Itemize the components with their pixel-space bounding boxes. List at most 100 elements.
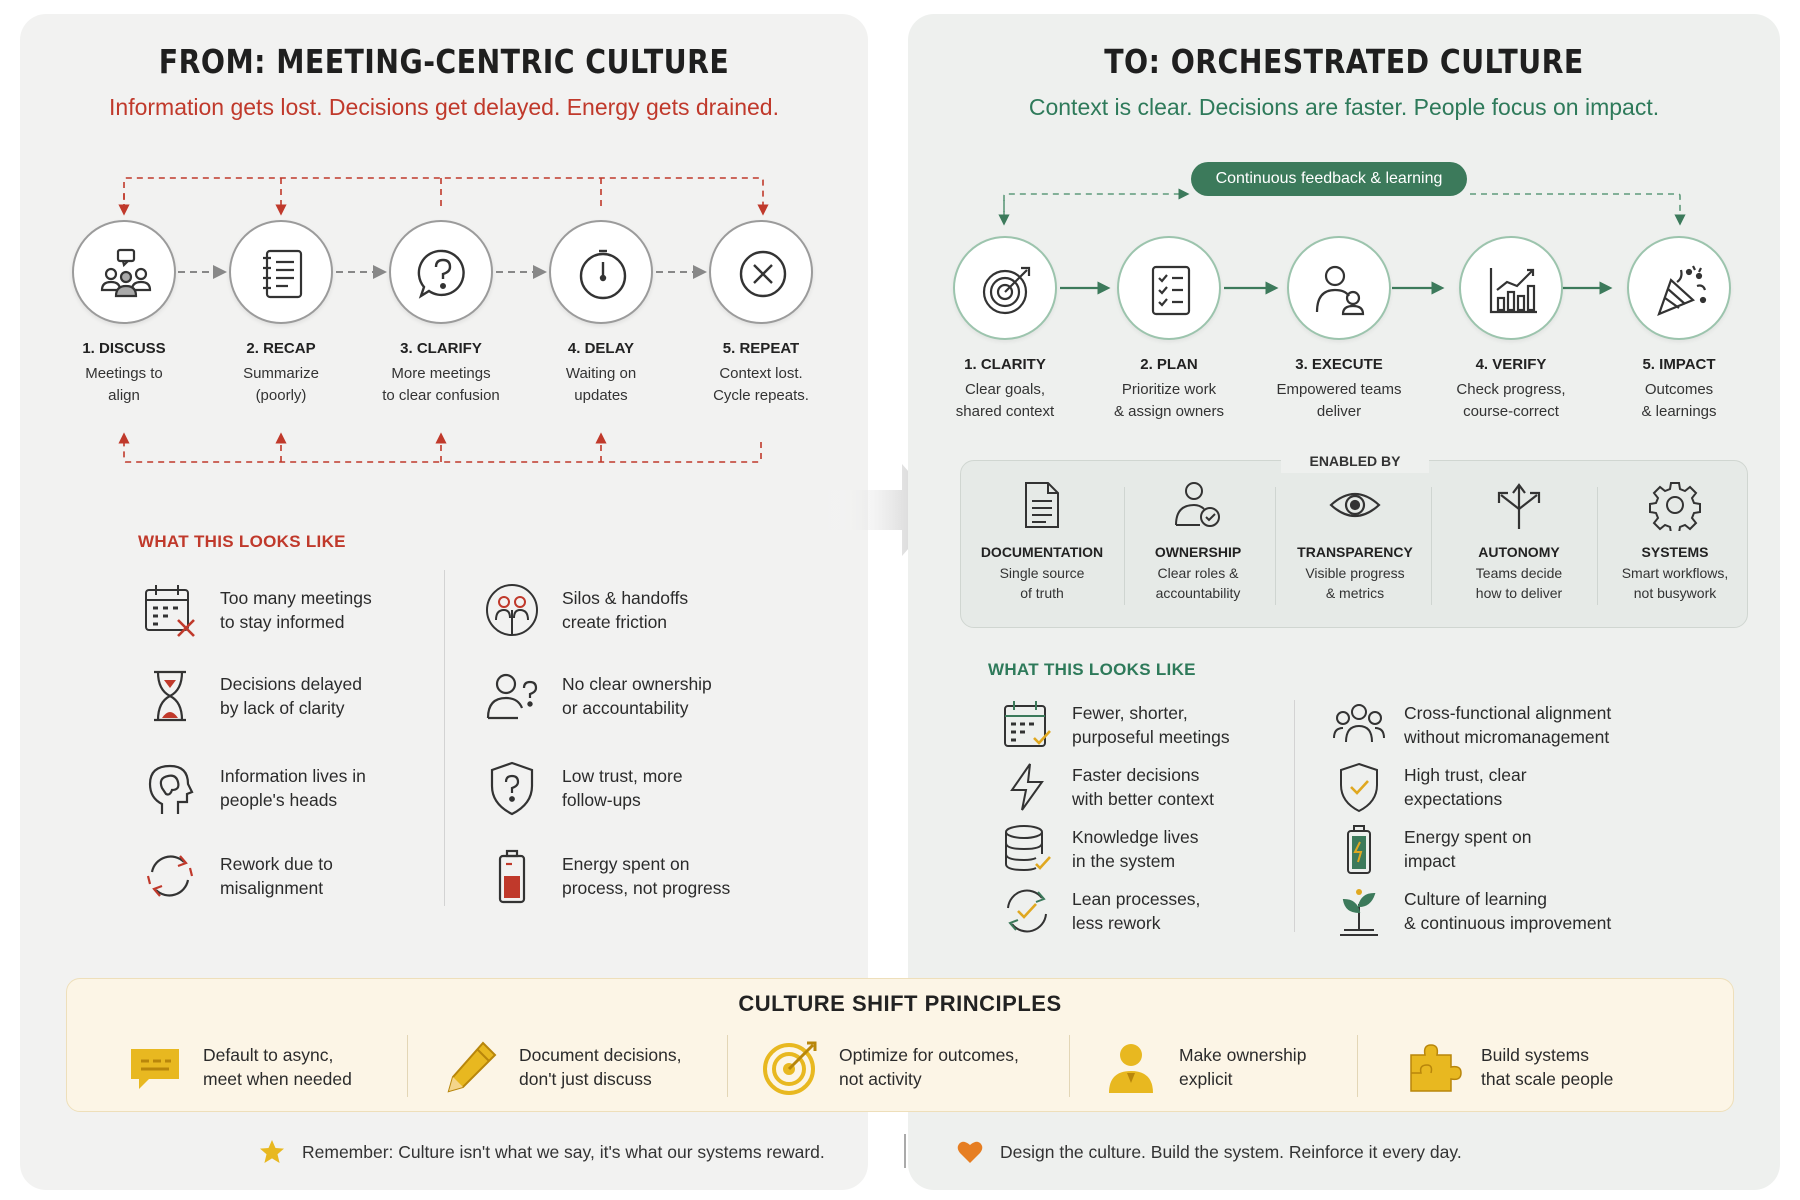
- person-check-icon: [1175, 482, 1220, 527]
- enabler-ownership: OWNERSHIP Clear roles &accountability: [1120, 479, 1276, 603]
- heart-icon: [957, 1141, 983, 1163]
- target-icon: [982, 266, 1031, 315]
- principles-title: CULTURE SHIFT PRINCIPLES: [738, 991, 1062, 1016]
- enabler-divider: [1275, 487, 1276, 605]
- to-step-desc: Outcomes& learnings: [1641, 381, 1717, 420]
- principle-divider: [1357, 1035, 1358, 1097]
- to-flow-arrows: [998, 188, 1686, 295]
- from-subtitle: Information gets lost. Decisions get del…: [109, 94, 779, 120]
- meeting-people-icon: [100, 248, 152, 298]
- battery-full-icon: [1347, 825, 1371, 874]
- puzzle-icon: [1410, 1044, 1462, 1092]
- database-check-icon: [1005, 825, 1051, 872]
- eye-icon: [1329, 492, 1381, 518]
- person-question-icon: [486, 673, 538, 720]
- calendar-x-icon: [145, 585, 195, 637]
- to-step-desc: Check progress,course-correct: [1456, 381, 1566, 420]
- from-step-name: 3. CLARIFY: [400, 340, 482, 357]
- culture-shift-principles: CULTURE SHIFT PRINCIPLES Default to asyn…: [66, 978, 1734, 1112]
- footer-divider: [904, 1134, 906, 1168]
- from-step-circle: [229, 220, 333, 324]
- lightning-icon: [1010, 763, 1044, 811]
- from-step-name: 1. DISCUSS: [82, 340, 166, 357]
- to-list-divider: [1294, 700, 1295, 932]
- to-step-name: 5. IMPACT: [1642, 356, 1716, 373]
- person-icon: [1109, 1044, 1153, 1093]
- split-arrows-icon: [1497, 483, 1541, 529]
- to-subtitle: Context is clear. Decisions are faster. …: [1028, 94, 1660, 120]
- to-step-circle: [953, 236, 1057, 340]
- to-step-circle: [1459, 236, 1563, 340]
- to-list-item: Lean processes,less rework: [1000, 884, 1200, 938]
- to-step-name: 2. PLAN: [1140, 356, 1198, 373]
- refresh-check-icon: [1007, 889, 1047, 933]
- to-step-desc: Clear goals,shared context: [955, 381, 1055, 420]
- from-step-circle: [72, 220, 176, 324]
- from-step-circle: [389, 220, 493, 324]
- refresh-icon: [146, 855, 194, 897]
- enabler-divider: [1431, 487, 1432, 605]
- party-popper-icon: [1657, 265, 1707, 316]
- shield-question-icon: [490, 761, 534, 816]
- question-bubble-icon: [417, 249, 465, 299]
- from-step-desc: Context lost.Cycle repeats.: [713, 365, 809, 404]
- footer-motto-text: Design the culture. Build the system. Re…: [1000, 1141, 1462, 1162]
- principle-item: Default to async,meet when needed: [125, 1035, 352, 1099]
- hourglass-icon: [154, 670, 186, 722]
- to-step-circle: [1117, 236, 1221, 340]
- enabler-divider: [1597, 487, 1598, 605]
- checklist-icon: [1151, 265, 1191, 316]
- principle-divider: [727, 1035, 728, 1097]
- clock-icon: [579, 249, 627, 300]
- chat-bubble-icon: [131, 1049, 179, 1089]
- to-step-name: 1. CLARITY: [964, 356, 1046, 373]
- shield-check-icon: [1340, 762, 1378, 813]
- to-step-desc: Prioritize work& assign owners: [1113, 381, 1225, 420]
- team-icon: [1315, 265, 1365, 316]
- to-step-circle: [1287, 236, 1391, 340]
- to-step-name: 3. EXECUTE: [1295, 356, 1383, 373]
- enabler-systems: SYSTEMS Smart workflows,not busywork: [1597, 479, 1753, 603]
- sprout-icon: [1340, 889, 1378, 936]
- battery-low-icon: [498, 849, 526, 904]
- to-step-circle: [1627, 236, 1731, 340]
- gear-icon: [1649, 482, 1701, 534]
- silos-people-icon: [486, 584, 538, 636]
- x-circle-icon: [739, 250, 787, 298]
- principle-divider: [1069, 1035, 1070, 1097]
- footer-motto: Design the culture. Build the system. Re…: [956, 1136, 1462, 1168]
- from-step-circle: [549, 220, 653, 324]
- principle-divider: [407, 1035, 408, 1097]
- footer-reminder: Remember: Culture isn't what we say, it'…: [258, 1136, 825, 1168]
- calendar-check-icon: [1004, 701, 1051, 747]
- from-looks-like-heading: WHAT THIS LOOKS LIKE: [138, 532, 346, 551]
- to-title: TO: ORCHESTRATED CULTURE: [1104, 42, 1584, 81]
- target-icon: [763, 1041, 817, 1095]
- from-loop-arrows: [118, 177, 769, 463]
- from-step-name: 4. DELAY: [567, 340, 635, 357]
- to-list-item: Fewer, shorter,purposeful meetings: [1000, 698, 1230, 752]
- from-title: FROM: MEETING-CENTRIC CULTURE: [158, 42, 730, 81]
- to-step-name: 4. VERIFY: [1475, 356, 1547, 373]
- group-icon: [1333, 704, 1385, 743]
- from-list-divider: [444, 570, 445, 906]
